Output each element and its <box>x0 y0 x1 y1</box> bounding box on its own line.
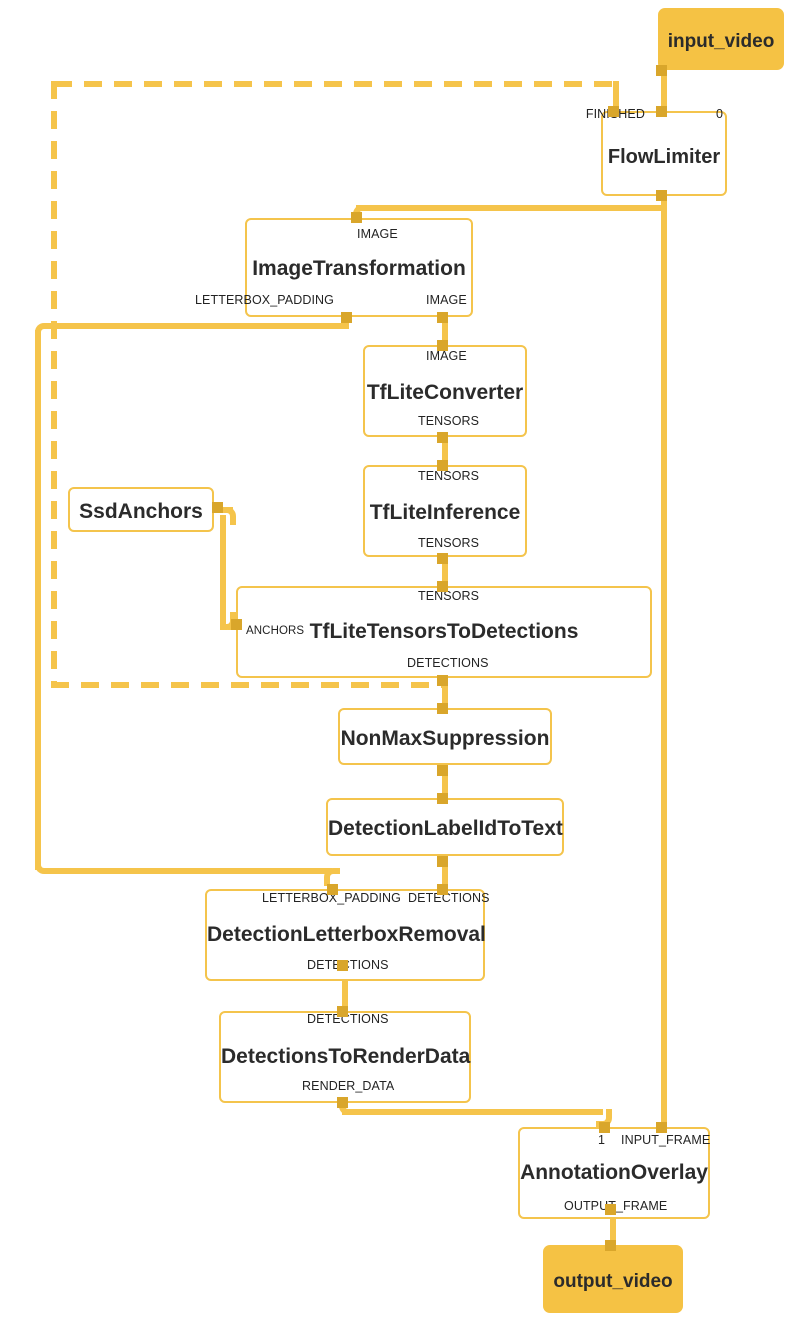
label-tfliteinference-out-tensors: TENSORS <box>418 536 480 550</box>
port-imagetransformation-out-letterbox[interactable] <box>341 312 352 323</box>
edge-imagetransformation-to-tfliteconverter <box>442 312 448 356</box>
port-tensorstodetections-out-detections[interactable] <box>437 675 448 686</box>
port-nonmaxsuppression-out[interactable] <box>437 765 448 776</box>
label-letterboxremoval-in-letterbox: LETTERBOX_PADDING <box>262 891 401 905</box>
edge-input-video-to-flowlimiter <box>661 70 667 112</box>
edge-flowlimiter-out-to-imagetransformation <box>356 205 664 211</box>
node-detection-label-id-to-text-label: DetectionLabelIdToText <box>328 817 563 840</box>
edge-labelidtotext-to-letterboxremoval <box>442 856 448 890</box>
port-letterboxremoval-out-detections[interactable] <box>337 960 348 971</box>
node-flowlimiter-label: FlowLimiter <box>607 146 721 168</box>
node-ssd-anchors[interactable]: SsdAnchors <box>68 487 214 532</box>
label-letterboxremoval-in-detections: DETECTIONS <box>408 891 490 905</box>
node-tflite-tensors-to-detections-label: TfLiteTensorsToDetections <box>309 620 579 643</box>
label-imagetransformation-out-image: IMAGE <box>426 293 467 307</box>
port-tfliteconverter-in-image[interactable] <box>437 340 448 351</box>
edge-letterbox-padding-out <box>44 323 349 329</box>
node-output-video[interactable]: output_video <box>543 1245 683 1313</box>
node-annotation-overlay-label: AnnotationOverlay <box>520 1161 708 1184</box>
node-tflite-inference-label: TfLiteInference <box>369 501 521 524</box>
label-tfliteconverter-out-tensors: TENSORS <box>418 414 480 428</box>
edge-tfliteconverter-to-tfliteinference <box>442 432 448 476</box>
node-input-video-label: input_video <box>667 31 775 52</box>
node-output-video-label: output_video <box>553 1271 673 1292</box>
node-input-video[interactable]: input_video <box>658 8 784 70</box>
label-annotationoverlay-in-index1: 1 <box>598 1133 606 1147</box>
label-flowlimiter-in-index0: 0 <box>716 107 724 121</box>
node-detection-letterbox-removal-label: DetectionLetterboxRemoval <box>207 923 486 946</box>
node-tflite-inference[interactable]: TfLiteInference <box>363 465 527 557</box>
edge-tfliteinference-to-tensorstodetections <box>442 553 448 597</box>
port-tfliteinference-out-tensors[interactable] <box>437 553 448 564</box>
label-tfliteconverter-in-image: IMAGE <box>426 349 467 363</box>
port-tfliteinference-in-tensors[interactable] <box>437 460 448 471</box>
port-letterboxremoval-in-detections[interactable] <box>437 884 448 895</box>
port-labelidtotext-in[interactable] <box>437 793 448 804</box>
edge-nonmaxsuppression-to-labelidtotext <box>442 765 448 809</box>
label-imagetransformation-in-image: IMAGE <box>357 227 398 241</box>
port-imagetransformation-out-image[interactable] <box>437 312 448 323</box>
edge-finished-feedback-bottom <box>51 682 445 688</box>
label-tensorstodetections-in-anchors: ANCHORS <box>246 625 305 637</box>
port-imagetransformation-in-image[interactable] <box>351 212 362 223</box>
edge-finished-feedback-left <box>51 81 57 685</box>
port-torenderdata-in-detections[interactable] <box>337 1006 348 1017</box>
port-ssdanchors-out[interactable] <box>212 502 223 513</box>
node-non-max-suppression[interactable]: NonMaxSuppression <box>338 708 552 765</box>
port-flowlimiter-in-index0[interactable] <box>656 106 667 117</box>
edge-corner-letterbox-removal-in <box>324 868 340 886</box>
port-letterboxremoval-in-letterbox[interactable] <box>327 884 338 895</box>
port-labelidtotext-out[interactable] <box>437 856 448 867</box>
port-annotationoverlay-in-input-frame[interactable] <box>656 1122 667 1133</box>
edge-corner-ssdanchors-top <box>220 507 236 525</box>
port-tensorstodetections-in-tensors[interactable] <box>437 581 448 592</box>
port-input-video-out[interactable] <box>656 65 667 76</box>
edge-ssdanchors-down <box>220 515 226 625</box>
label-torenderdata-out-renderdata: RENDER_DATA <box>302 1079 395 1093</box>
edge-finished-feedback-top <box>54 81 612 87</box>
port-output-video-in[interactable] <box>605 1240 616 1251</box>
node-ssd-anchors-label: SsdAnchors <box>79 500 203 523</box>
node-annotation-overlay[interactable]: AnnotationOverlay <box>518 1127 710 1219</box>
port-flowlimiter-in-finished[interactable] <box>608 106 619 117</box>
node-detections-to-render-data-label: DetectionsToRenderData <box>221 1045 471 1068</box>
node-detections-to-render-data[interactable]: DetectionsToRenderData <box>219 1011 471 1103</box>
label-tensorstodetections-out-detections: DETECTIONS <box>407 656 489 670</box>
node-non-max-suppression-label: NonMaxSuppression <box>340 727 550 750</box>
edge-finished-feedback-stub <box>613 81 619 112</box>
port-nonmaxsuppression-in[interactable] <box>437 703 448 714</box>
node-tflite-converter[interactable]: TfLiteConverter <box>363 345 527 437</box>
edge-letterbox-to-removal <box>44 868 332 874</box>
label-imagetransformation-out-letterbox: LETTERBOX_PADDING <box>195 293 334 307</box>
node-image-transformation-label: ImageTransformation <box>252 257 466 280</box>
label-annotationoverlay-in-input-frame: INPUT_FRAME <box>621 1133 711 1147</box>
edge-tensorstodetections-to-nonmaxsuppression <box>442 664 448 708</box>
node-detection-label-id-to-text[interactable]: DetectionLabelIdToText <box>326 798 564 856</box>
port-tfliteconverter-out-tensors[interactable] <box>437 432 448 443</box>
node-flowlimiter[interactable]: FlowLimiter <box>601 111 727 196</box>
edge-letterbox-left-trunk <box>35 330 41 870</box>
port-tensorstodetections-in-anchors[interactable] <box>231 619 242 630</box>
port-annotationoverlay-out-output-frame[interactable] <box>605 1204 616 1215</box>
label-tensorstodetections-in-tensors: TENSORS <box>418 589 480 603</box>
edge-letterboxremoval-to-torenderdata <box>342 960 348 1008</box>
edge-renderdata-to-annotationoverlay <box>342 1109 603 1115</box>
label-torenderdata-in-detections: DETECTIONS <box>307 1012 389 1026</box>
node-image-transformation[interactable]: ImageTransformation <box>245 218 473 317</box>
node-tflite-converter-label: TfLiteConverter <box>366 381 524 404</box>
edge-flowlimiter-out-trunk <box>661 196 667 1132</box>
port-annotationoverlay-in-index1[interactable] <box>599 1122 610 1133</box>
port-torenderdata-out-renderdata[interactable] <box>337 1097 348 1108</box>
edge-corner-letterbox-left-bottom <box>35 856 51 874</box>
edge-annotationoverlay-to-output-video <box>610 1204 616 1246</box>
label-tfliteinference-in-tensors: TENSORS <box>418 469 480 483</box>
port-flowlimiter-out[interactable] <box>656 190 667 201</box>
